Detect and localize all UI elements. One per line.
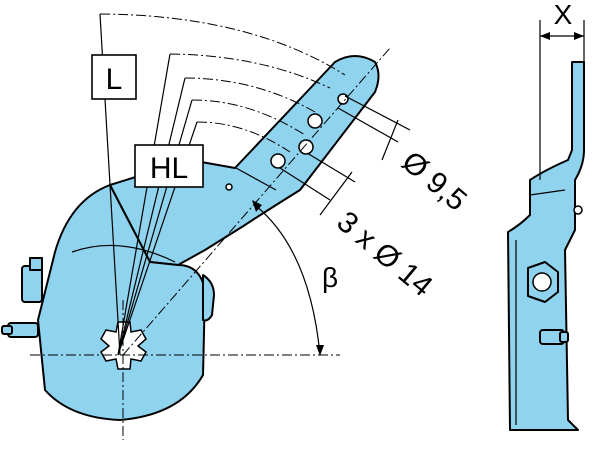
side-edge: [529, 189, 566, 196]
lever-arm: [109, 55, 380, 266]
side-hole: [573, 205, 583, 215]
hole: [298, 139, 314, 155]
hl-arc: [184, 77, 316, 113]
dim-line: [319, 171, 353, 216]
hole-pattern-label: 3 x Ø 14: [331, 205, 439, 303]
hole-diameter-label: Ø 9,5: [396, 145, 473, 217]
adjusting-bolt: [21, 265, 43, 303]
ext-line: [337, 107, 399, 143]
hole: [270, 153, 286, 169]
side-profile: [507, 61, 585, 431]
right-boss: [202, 274, 215, 322]
ext-line: [344, 95, 411, 131]
hl-arc: [169, 53, 331, 89]
hl-line: [117, 99, 193, 356]
bolt-head: [29, 257, 43, 271]
hole: [337, 93, 349, 105]
angle-arrow: [252, 200, 262, 212]
body-edge: [71, 244, 176, 263]
hole: [307, 113, 323, 129]
adjuster-body: [37, 184, 206, 421]
side-view: X: [507, 0, 585, 431]
x-arrow: [574, 32, 584, 40]
nut-bore: [532, 272, 552, 292]
hl-line: [117, 77, 186, 356]
hl-line: [117, 53, 171, 356]
l-label-box: [91, 54, 137, 100]
side-grease-nipple-tip: [559, 331, 569, 343]
ext-line: [306, 152, 356, 183]
angle-arrow: [316, 345, 324, 356]
ext-line: [279, 167, 331, 201]
hole-lengths-label: HL: [150, 152, 188, 185]
hl-label-box: [134, 144, 204, 188]
angle-label: β: [322, 262, 338, 293]
angle-arc: [254, 204, 321, 356]
hl-arc: [191, 99, 306, 136]
x-arrow: [540, 32, 550, 40]
dim-line: [381, 119, 399, 161]
l-arc: [99, 13, 346, 76]
arm-centerline: [122, 47, 391, 356]
width-label: X: [554, 0, 573, 30]
grease-nipple-tip: [1, 325, 13, 335]
front-view: L HL Ø 9,5 3 x Ø 14 β: [1, 13, 473, 440]
lever-length-label: L: [106, 63, 123, 96]
hole: [225, 183, 233, 191]
